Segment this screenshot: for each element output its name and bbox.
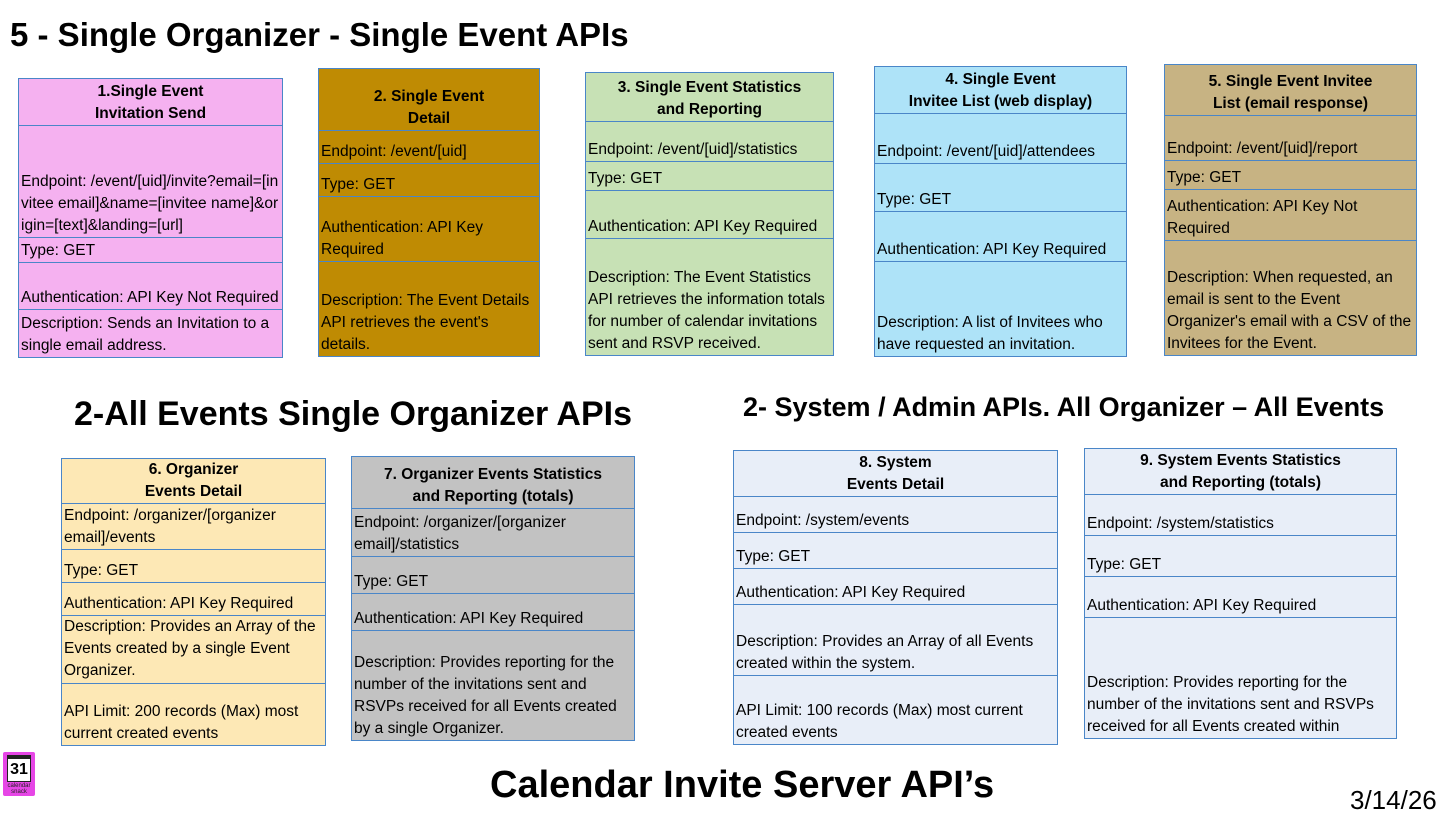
card-title: 1.Single Event Invitation Send (94, 83, 207, 122)
card-authentication: Authentication: API Key Required (875, 211, 1126, 261)
card-authentication: Authentication: API Key Required (1085, 576, 1396, 617)
card-authentication: Authentication: API Key Required (319, 196, 539, 261)
card-description: Description: The Event Statistics API re… (586, 238, 833, 355)
section-heading-organizer: 2-All Events Single Organizer APIs (74, 395, 633, 433)
card-api-limit: API Limit: 200 records (Max) most curren… (62, 683, 325, 745)
card-api-limit: API Limit: 100 records (Max) most curren… (734, 675, 1057, 744)
card-description: Description: Provides reporting for the … (352, 630, 634, 740)
api-card-invitation-send: 1.Single Event Invitation Send Endpoint:… (18, 78, 283, 358)
card-type: Type: GET (19, 237, 282, 262)
card-type: Type: GET (1085, 535, 1396, 576)
card-title: 9. System Events Statistics and Reportin… (1140, 452, 1341, 491)
section-heading-system: 2- System / Admin APIs. All Organizer – … (743, 392, 1385, 422)
card-endpoint: Endpoint: /organizer/[organizer email]/s… (352, 508, 634, 556)
api-card-organizer-events-detail: 6. Organizer Events Detail Endpoint: /or… (61, 458, 326, 746)
card-authentication: Authentication: API Key Required (352, 593, 634, 630)
calendar-snack-logo: 31 calendar snack (3, 752, 35, 796)
card-description: Description: Provides reporting for the … (1085, 617, 1396, 738)
card-type: Type: GET (875, 163, 1126, 211)
api-card-invitee-list-email: 5. Single Event Invitee List (email resp… (1164, 64, 1417, 356)
api-card-system-statistics: 9. System Events Statistics and Reportin… (1084, 448, 1397, 739)
card-type: Type: GET (734, 532, 1057, 568)
card-endpoint: Endpoint: /event/[uid]/statistics (586, 121, 833, 161)
card-authentication: Authentication: API Key Not Required (19, 262, 282, 309)
card-description: Description: Sends an Invitation to a si… (19, 309, 282, 357)
card-authentication: Authentication: API Key Required (62, 582, 325, 615)
api-card-event-statistics: 3. Single Event Statistics and Reporting… (585, 72, 834, 356)
card-title: 2. Single Event Detail (373, 88, 485, 127)
card-title: 7. Organizer Events Statistics and Repor… (384, 466, 602, 505)
page-title: 5 - Single Organizer - Single Event APIs (10, 16, 629, 53)
footer-title: Calendar Invite Server API’s (490, 764, 995, 806)
api-card-event-detail: 2. Single Event Detail Endpoint: /event/… (318, 68, 540, 357)
card-endpoint: Endpoint: /event/[uid]/attendees (875, 113, 1126, 163)
api-card-invitee-list-web: 4. Single Event Invitee List (web displa… (874, 66, 1127, 357)
card-endpoint: Endpoint: /event/[uid]/report (1165, 115, 1416, 160)
card-endpoint: Endpoint: /system/events (734, 496, 1057, 532)
card-endpoint: Endpoint: /organizer/[organizer email]/e… (62, 503, 325, 549)
card-description: Description: A list of Invitees who have… (875, 261, 1126, 356)
api-card-organizer-statistics: 7. Organizer Events Statistics and Repor… (351, 456, 635, 741)
card-type: Type: GET (586, 161, 833, 190)
card-description: Description: Provides an Array of the Ev… (62, 615, 325, 683)
card-authentication: Authentication: API Key Required (734, 568, 1057, 604)
logo-caption: calendar snack (7, 783, 31, 795)
card-title: 5. Single Event Invitee List (email resp… (1208, 73, 1373, 112)
card-title: 4. Single Event Invitee List (web displa… (908, 71, 1093, 110)
calendar-icon: 31 (7, 755, 31, 782)
card-type: Type: GET (319, 163, 539, 196)
card-authentication: Authentication: API Key Required (586, 190, 833, 238)
card-type: Type: GET (352, 556, 634, 593)
card-description: Description: Provides an Array of all Ev… (734, 604, 1057, 675)
card-title: 3. Single Event Statistics and Reporting (617, 79, 802, 118)
card-type: Type: GET (1165, 160, 1416, 189)
slide-date: 3/14/26 (1350, 785, 1437, 815)
card-authentication: Authentication: API Key Not Required (1165, 189, 1416, 240)
api-card-system-events-detail: 8. System Events Detail Endpoint: /syste… (733, 450, 1058, 745)
card-endpoint: Endpoint: /event/[uid] (319, 130, 539, 163)
card-description: Description: When requested, an email is… (1165, 240, 1416, 355)
card-type: Type: GET (62, 549, 325, 582)
card-title: 6. Organizer Events Detail (144, 461, 243, 500)
card-description: Description: The Event Details API retri… (319, 261, 539, 356)
card-endpoint: Endpoint: /event/[uid]/invite?email=[inv… (19, 125, 282, 237)
card-endpoint: Endpoint: /system/statistics (1085, 494, 1396, 535)
card-title: 8. System Events Detail (846, 454, 945, 493)
